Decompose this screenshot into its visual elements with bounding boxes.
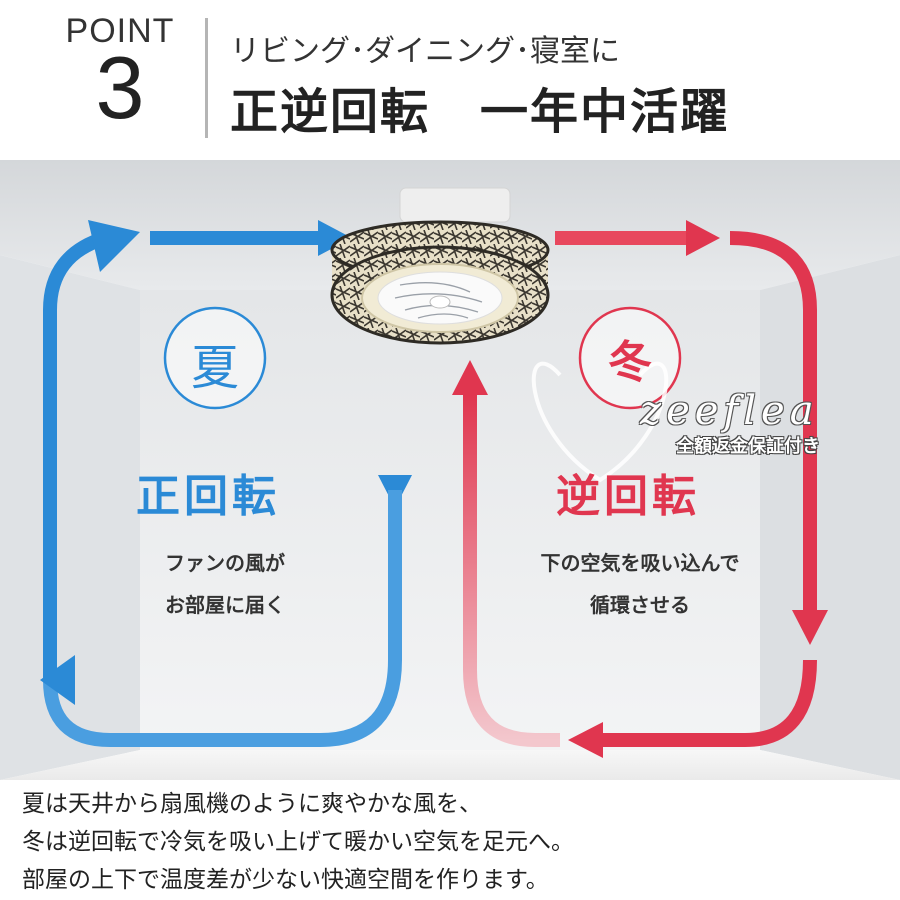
room-photo: 夏 冬 正回転 逆回転 ファンの風が お部屋に届く 下の空気を吸い込んで 循環さ… xyxy=(0,160,900,780)
point-label: POINT xyxy=(65,12,175,50)
winter-description: 下の空気を吸い込んで 循環させる xyxy=(515,542,765,626)
summer-airflow-arrows xyxy=(40,220,412,747)
summer-badge xyxy=(163,306,267,410)
summer-desc-line1: ファンの風が xyxy=(165,551,285,575)
ceiling-fan xyxy=(330,187,550,345)
right-wall xyxy=(760,255,900,780)
description-line1: 夏は天井から扇風機のように爽やかな風を、 xyxy=(22,791,482,817)
left-wall xyxy=(0,255,140,780)
summer-desc-line2: お部屋に届く xyxy=(165,593,285,617)
winter-badge xyxy=(578,306,682,410)
description-line3: 部屋の上下で温度差が少ない快適空間を作ります。 xyxy=(22,867,549,893)
winter-desc-line2: 循環させる xyxy=(590,593,690,617)
winter-desc-line1: 下の空気を吸い込んで xyxy=(540,551,740,575)
main-title: 正逆回転 一年中活躍 xyxy=(230,84,731,140)
room-illustration xyxy=(0,160,900,780)
brand-name: zeeflea xyxy=(640,388,819,434)
feature-description: 夏は天井から扇風機のように爽やかな風を、 冬は逆回転で冷気を吸い上げて暖かい空気… xyxy=(22,785,882,899)
summer-circle-char: 夏 xyxy=(190,340,239,396)
winter-circle-char: 冬 xyxy=(608,337,652,388)
summer-description: ファンの風が お部屋に届く xyxy=(140,542,310,626)
brand-tagline: 全額返金保証付き xyxy=(676,436,820,457)
floor xyxy=(0,750,900,780)
header-divider xyxy=(205,18,208,138)
winter-title: 逆回転 xyxy=(556,471,700,522)
point-number: 3 xyxy=(95,38,145,137)
summer-title: 正回転 xyxy=(136,471,280,522)
description-line2: 冬は逆回転で冷気を吸い上げて暖かい空気を足元へ。 xyxy=(22,829,574,855)
heart-watermark xyxy=(531,361,669,483)
subtitle: リビング･ダイニング･寝室に xyxy=(230,34,620,69)
winter-airflow-arrows xyxy=(452,220,828,758)
